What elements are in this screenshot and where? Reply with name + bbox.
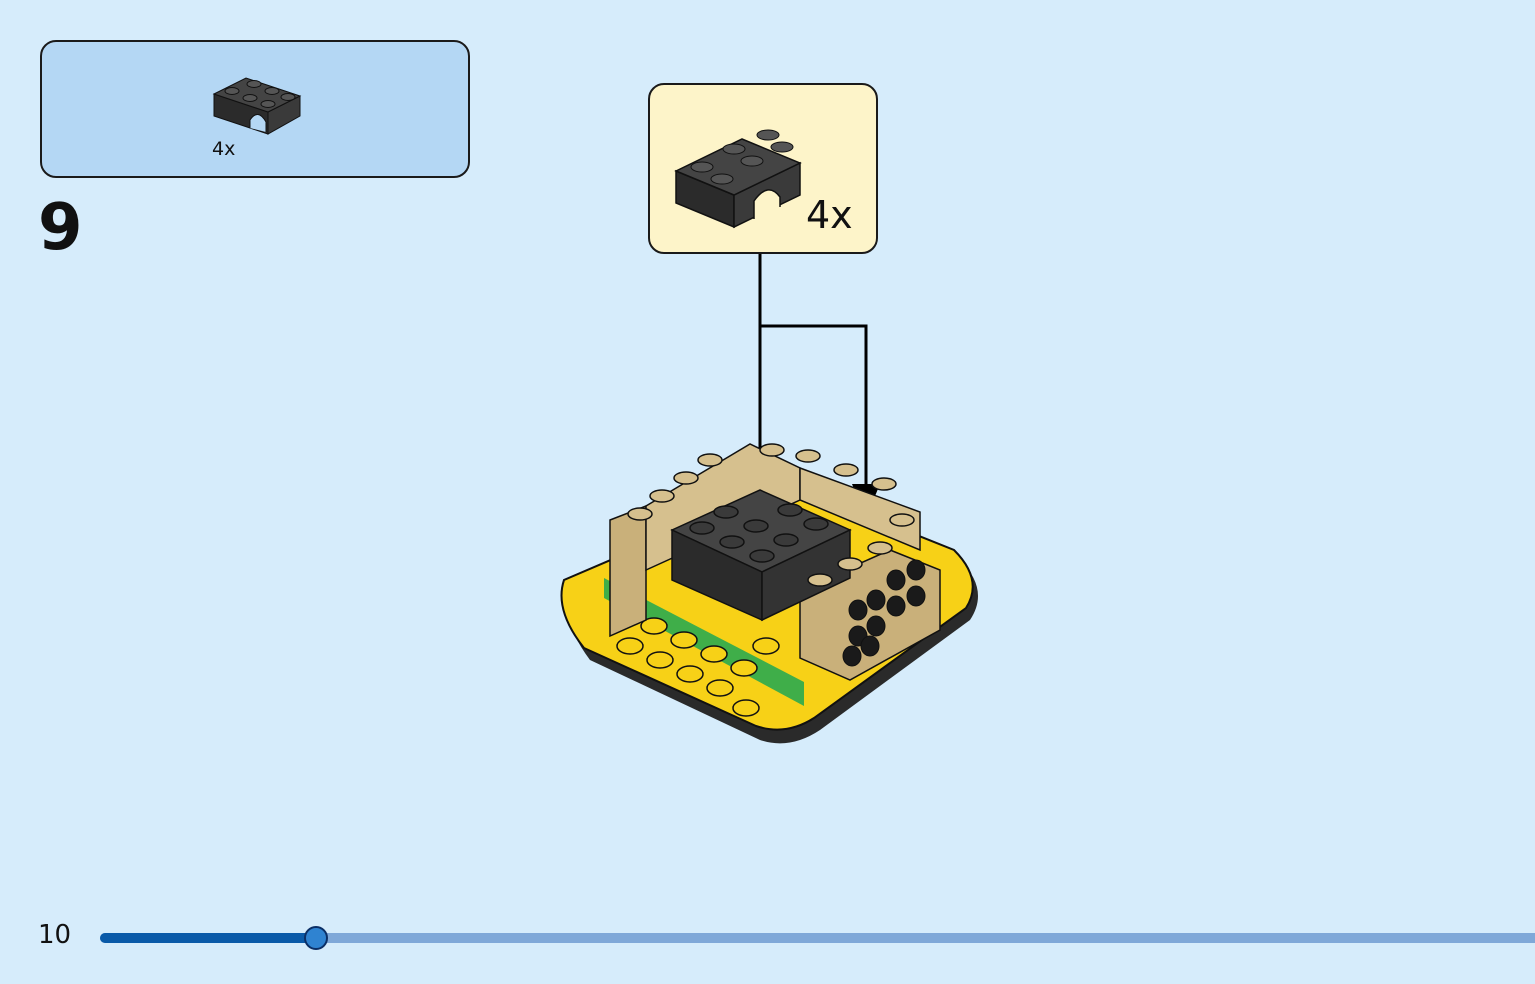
model-assembly-illustration [560,443,978,744]
step-number: 9 [38,191,83,265]
progress-knob[interactable] [304,926,329,950]
black-arch-brick-icon [212,77,302,135]
black-arch-brick-icon [674,129,802,229]
page-number: 10 [38,920,72,950]
parts-list-box: 4x [40,40,470,178]
progress-track [100,933,1535,943]
step-callout-box: 4x [648,83,878,254]
progress-fill [100,933,316,943]
parts-quantity-label: 4x [212,138,236,160]
callout-quantity-label: 4x [806,193,853,237]
arrow-branch-line [760,324,868,488]
